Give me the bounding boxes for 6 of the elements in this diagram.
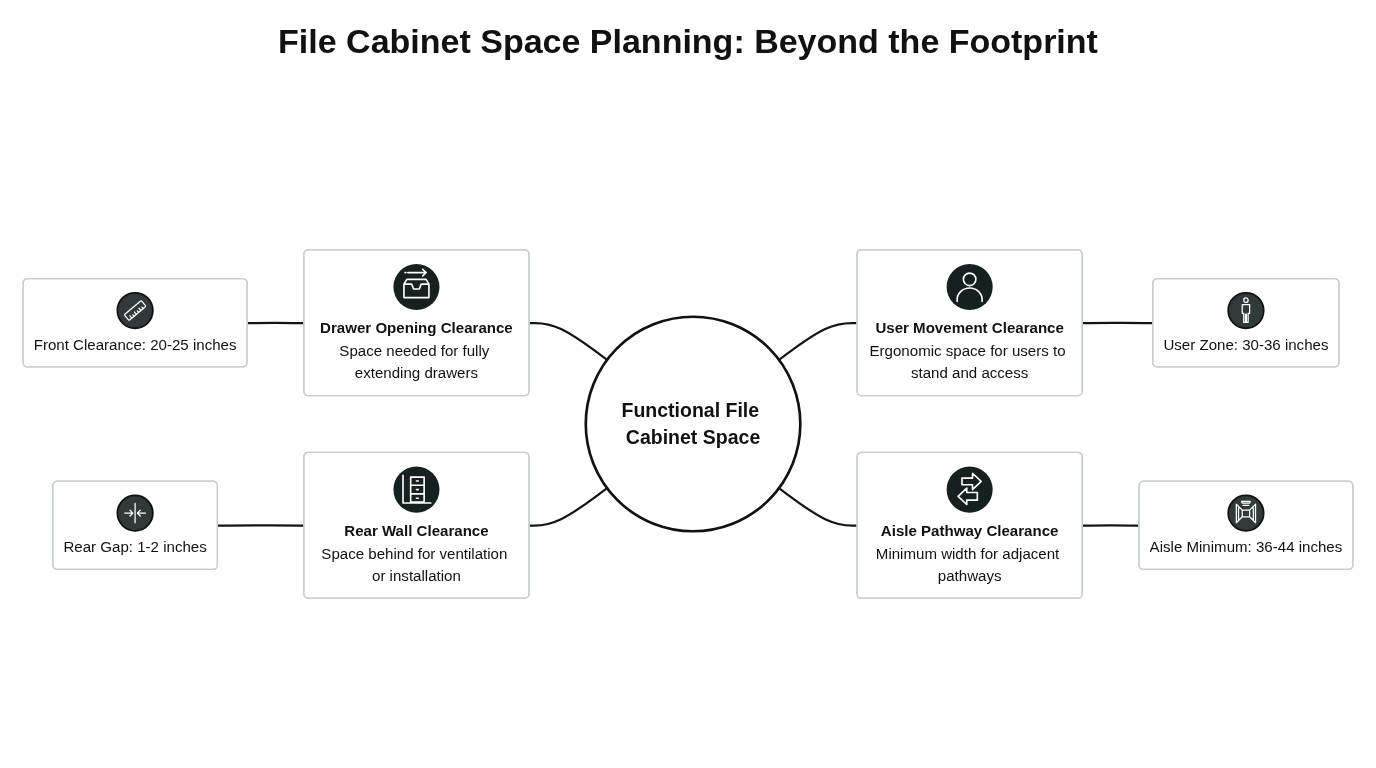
- connector: [778, 487, 858, 527]
- connector: [778, 321, 858, 361]
- connector: [529, 321, 608, 361]
- diagram-title: File Cabinet Space Planning: Beyond the Footprint: [277, 22, 1099, 61]
- connector: [529, 487, 608, 527]
- node-circle: Functional File Cabinet Space: [584, 315, 802, 533]
